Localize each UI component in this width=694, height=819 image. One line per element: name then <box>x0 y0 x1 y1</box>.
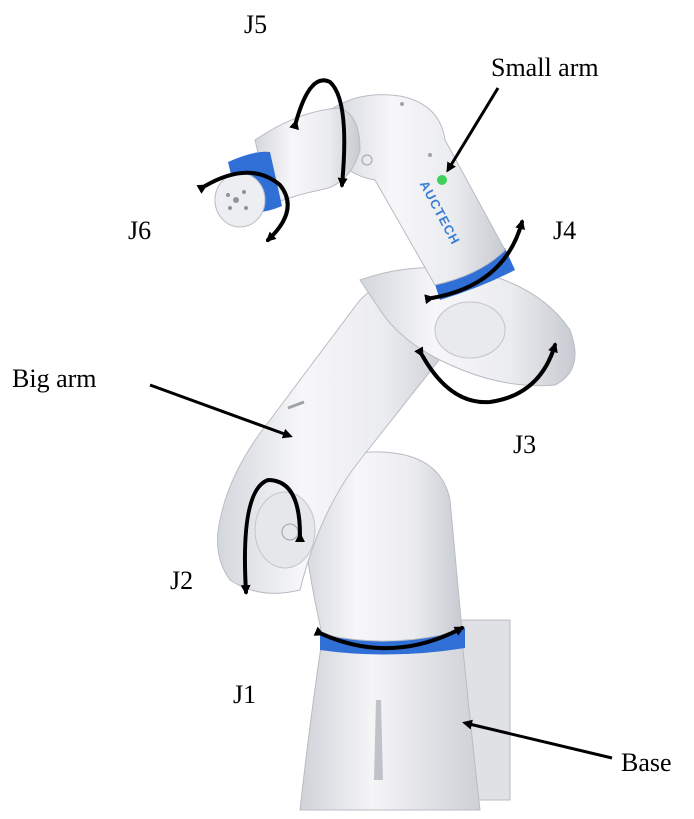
small-arm-body <box>330 95 505 285</box>
label-j1: J1 <box>233 682 256 708</box>
label-small-arm: Small arm <box>491 55 599 81</box>
label-j3: J3 <box>513 432 536 458</box>
label-big-arm: Big arm <box>12 366 97 392</box>
small-arm-pointer <box>448 88 498 170</box>
label-j2: J2 <box>170 568 193 594</box>
big-arm-pointer <box>150 385 290 436</box>
tool-flange <box>215 152 282 227</box>
label-j6: J6 <box>128 218 151 244</box>
label-j4: J4 <box>553 218 576 244</box>
label-j5: J5 <box>244 12 267 38</box>
label-base: Base <box>621 750 672 776</box>
